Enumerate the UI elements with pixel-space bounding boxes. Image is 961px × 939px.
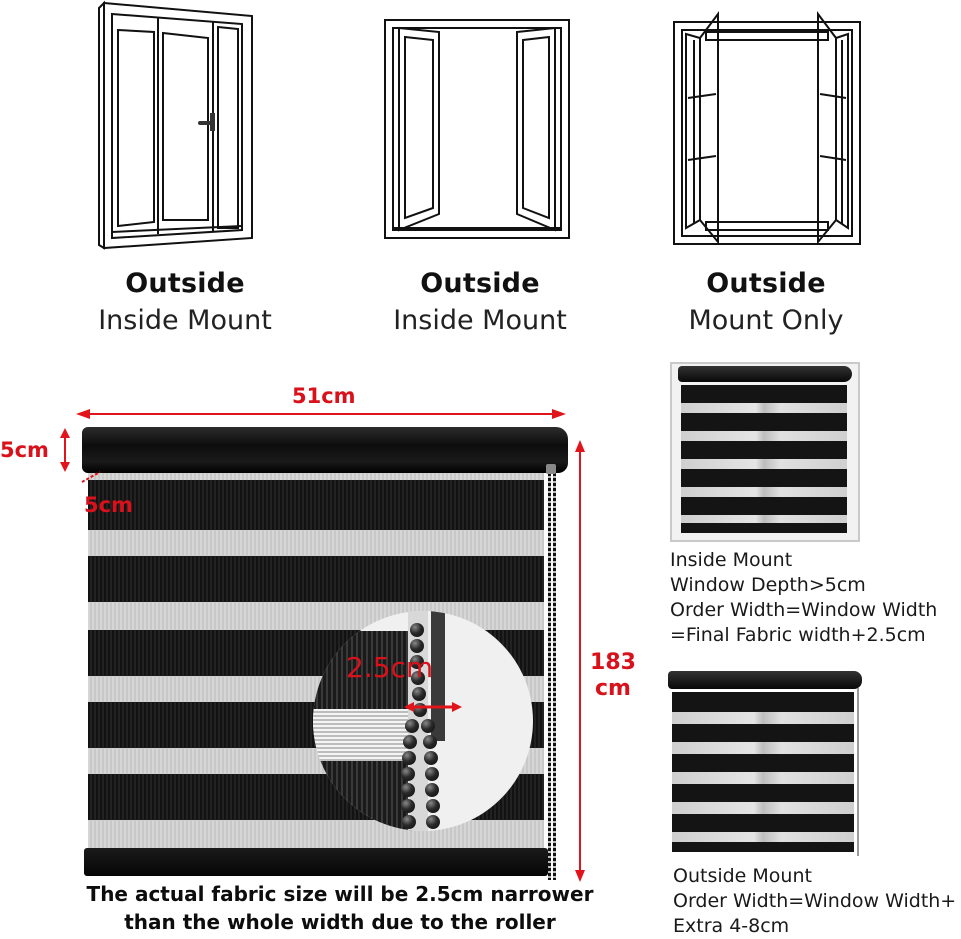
window-illustration-casement-outward bbox=[672, 10, 862, 250]
detail-magnifier bbox=[313, 611, 533, 831]
window-illustration-sliding bbox=[96, 0, 256, 255]
mount-type-subtitle: Inside Mount bbox=[98, 305, 272, 336]
roller-gap-label: 2.5cm bbox=[346, 651, 434, 684]
width-arrow-icon bbox=[76, 409, 566, 419]
height-unit: cm bbox=[595, 676, 631, 701]
dark-stripe bbox=[88, 480, 544, 530]
roller-depth-label: 5cm bbox=[84, 493, 133, 517]
casement-outward-window-icon bbox=[673, 11, 861, 245]
height-dimension-label: 183 cm bbox=[588, 650, 638, 702]
window-illustration-casement-inward bbox=[383, 18, 573, 240]
outside-mount-roller bbox=[668, 671, 862, 689]
footnote-line-2: than the whole width due to the roller bbox=[124, 910, 556, 934]
mount-type-label-1: Outside Inside Mount bbox=[35, 266, 335, 340]
casement-window-icon bbox=[384, 19, 570, 239]
bottom-rail bbox=[84, 848, 548, 876]
bead-chain-icon bbox=[553, 468, 556, 880]
footnote-line-1: The actual fabric size will be 2.5cm nar… bbox=[86, 882, 594, 906]
outside-mount-chain bbox=[857, 688, 859, 856]
sliding-window-icon bbox=[98, 0, 253, 250]
caption-line: Extra 4-8cm bbox=[673, 915, 790, 937]
sheer-stripe bbox=[88, 530, 544, 556]
width-dimension-label: 51cm bbox=[292, 384, 356, 408]
roller-gap-arrow-icon bbox=[404, 702, 462, 712]
outside-mount-description: Outside Mount Order Width=Window Width+ … bbox=[673, 864, 956, 939]
mount-type-label-2: Outside Inside Mount bbox=[330, 266, 630, 340]
roller-depth-arrow-icon bbox=[81, 471, 101, 483]
mount-type-title: Outside bbox=[706, 268, 826, 299]
mount-type-subtitle: Mount Only bbox=[688, 305, 844, 336]
inside-mount-description: Inside Mount Window Depth>5cm Order Widt… bbox=[670, 548, 937, 648]
caption-line: Window Depth>5cm bbox=[670, 574, 866, 596]
mount-type-title: Outside bbox=[420, 268, 540, 299]
outside-mount-blind bbox=[672, 690, 854, 856]
fabric-detail-sheer bbox=[313, 709, 408, 769]
mount-type-title: Outside bbox=[125, 268, 245, 299]
fabric-detail-dark bbox=[313, 631, 408, 711]
bead-chain-icon bbox=[548, 468, 551, 880]
inside-mount-blind bbox=[681, 385, 847, 533]
roller-cassette bbox=[82, 427, 568, 473]
mount-type-label-3: Outside Mount Only bbox=[616, 266, 916, 340]
height-arrow-icon bbox=[575, 440, 585, 882]
roller-height-label: 5cm bbox=[0, 438, 49, 462]
caption-line: Inside Mount bbox=[670, 549, 793, 571]
sheer-stripe bbox=[88, 472, 544, 480]
caption-line: =Final Fabric width+2.5cm bbox=[670, 624, 926, 646]
caption-line: Outside Mount bbox=[673, 865, 812, 887]
caption-line: Order Width=Window Width bbox=[670, 599, 938, 621]
height-value: 183 bbox=[590, 650, 636, 675]
mount-type-subtitle: Inside Mount bbox=[393, 305, 567, 336]
caption-line: Order Width=Window Width+ bbox=[673, 890, 957, 912]
fabric-detail-dark bbox=[313, 761, 413, 831]
inside-mount-roller bbox=[678, 366, 852, 382]
roller-height-arrow-icon bbox=[60, 428, 70, 472]
dark-stripe bbox=[88, 556, 544, 602]
fabric-width-footnote: The actual fabric size will be 2.5cm nar… bbox=[60, 880, 620, 936]
chain-bracket bbox=[546, 464, 556, 474]
